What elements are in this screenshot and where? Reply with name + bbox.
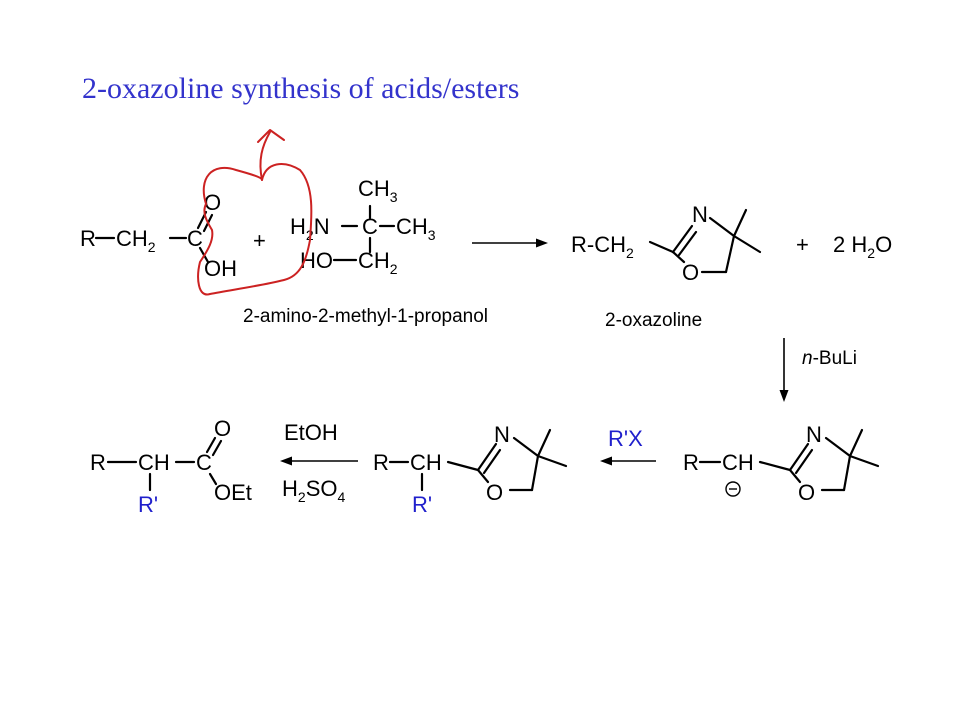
atom-r: R [80,226,96,251]
bond-c2-n-2 [794,448,814,475]
ester-product: R CH R' C O OEt [90,416,252,517]
atom-r: R [683,450,699,475]
bond-ch-c2 [758,460,792,472]
esterification-reagent-bottom: H2SO4 [282,476,345,505]
reaction-arrow-1 [472,238,548,248]
atom-oh: OH [204,256,237,281]
annotation-arrow-head [257,129,285,143]
substituent-rprime: R' [412,492,432,517]
reaction-arrow-alkylation [600,456,656,466]
atom-ch2: CH2 [116,226,156,255]
bond-c2-n-2 [482,448,502,475]
atom-ch2-alcohol: CH2 [358,248,398,277]
atom-o: O [682,260,699,285]
plus-sign-2: + [796,232,809,257]
atom-central-c: C [362,214,378,239]
esterification-reagent-top: EtOH [284,420,338,445]
bond-c4-methyl-up [536,428,552,458]
bond-c4-methyl-up [732,208,748,238]
bond-c4-methyl-up [848,428,864,458]
bond-o-c2 [476,468,490,484]
atom-o: O [486,480,503,505]
bond-c4-c5 [724,234,736,274]
atom-n: N [806,422,822,447]
plus-sign-1: + [253,228,266,253]
bond-c-o-double-1 [205,436,217,454]
atom-c: C [187,226,203,251]
removed-group-annotation [197,129,313,296]
bond-n-c4 [824,436,852,458]
atom-ch3-top: CH3 [358,176,398,205]
bond-c-oet [208,472,218,486]
atom-r: R [373,450,389,475]
annotation-arrow-stem [259,131,271,181]
water: 2 H2O [833,232,892,261]
oxazoline-name: 2-oxazoline [605,310,702,331]
bond-c2-n-1 [476,442,498,472]
alkylating-agent: R'X [608,426,643,451]
atom-r: R-CH2 [571,232,634,261]
atom-r: R [90,450,106,475]
annotation-loop-acid [197,163,313,296]
bond-o-c2 [788,468,802,484]
atom-n: N [692,202,708,227]
atom-n: N [494,422,510,447]
oxazoline-anion: R CH N O [683,422,880,505]
base-reagent: n-BuLi [802,348,857,369]
slide-title: 2-oxazoline synthesis of acids/esters [82,72,520,105]
oxazoline-product: R-CH2 N O [571,202,762,285]
bond-c2-n-2 [677,230,698,257]
bond-n-c4 [708,216,736,238]
negative-charge [725,481,741,497]
atom-ch: CH [410,450,442,475]
atom-c: C [196,450,212,475]
atom-o: O [798,480,815,505]
alkylated-oxazoline: R CH R' N O [373,422,568,517]
atom-o: O [214,416,231,441]
bond-c-o-double-2 [211,439,223,457]
atom-ch: CH [722,450,754,475]
bond-ch2-c2 [648,240,675,254]
reaction-arrow-esterification [280,456,358,466]
bond-ch-c2 [446,460,480,472]
atom-oet: OEt [214,480,252,505]
bond-c4-methyl-right [848,454,880,468]
carboxylic-acid: R CH2 C O OH [80,190,237,281]
bond-c4-c5 [842,454,852,492]
aminoalcohol-name: 2-amino-2-methyl-1-propanol [243,306,488,327]
bond-n-c4 [512,436,540,458]
bond-c4-methyl-right [536,454,568,468]
reaction-arrow-down [779,338,789,402]
substituent-rprime: R' [138,492,158,517]
bond-c4-methyl-right [732,234,762,254]
bond-c2-n-1 [671,224,694,254]
bond-o-c2 [671,250,686,264]
atom-ch: CH [138,450,170,475]
bond-c4-c5 [530,454,540,492]
atom-ch3-right: CH3 [396,214,436,243]
bond-c2-n-1 [788,442,810,472]
atom-o: O [204,190,221,215]
